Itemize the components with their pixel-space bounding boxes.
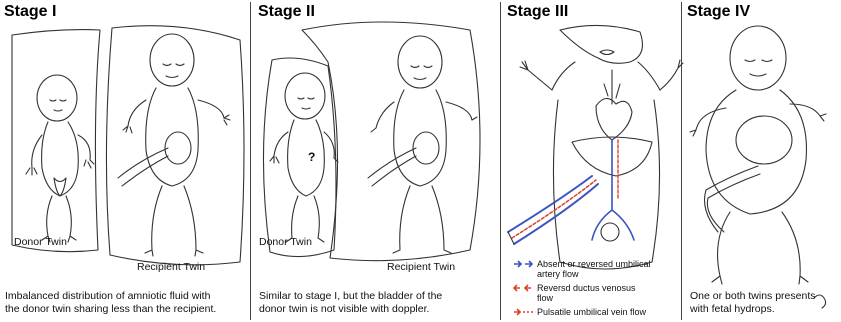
stage2-recipient-sac — [302, 22, 480, 261]
legend-artery-line-2: artery flow — [537, 269, 651, 279]
stage2-caption-line-2: donor twin is not visible with doppler. — [259, 303, 442, 316]
stage2-donor-baby — [270, 73, 338, 242]
stage2-caption-line-1: Similar to stage I, but the bladder of t… — [259, 290, 442, 303]
stage2-recipient-baby — [368, 36, 477, 253]
legend-artery-line-1: Absent or reversed umbilical — [537, 259, 651, 269]
stage3-umbilical-cord — [508, 176, 598, 244]
stage1-caption-line-1: Imbalanced distribution of amniotic flui… — [5, 290, 216, 303]
stage1-caption: Imbalanced distribution of amniotic flui… — [5, 290, 216, 316]
arrow-blue-icon — [513, 259, 535, 269]
stage2-donor-label: Donor Twin — [259, 236, 312, 248]
stage4-caption-line-2: with fetal hydrops. — [690, 303, 815, 316]
stage1-donor-sac — [12, 30, 100, 252]
stage1-donor-label: Donor Twin — [14, 236, 67, 248]
legend-ductus-line-2: flow — [537, 293, 636, 303]
stage4-baby — [690, 26, 826, 308]
stage3-heart — [596, 84, 632, 140]
arrow-red-icon — [513, 283, 535, 293]
stage2-title: Stage II — [258, 3, 315, 21]
legend-vein-line-1: Pulsatile umbilical vein flow — [537, 307, 646, 317]
stage2-recipient-label: Recipient Twin — [387, 261, 455, 273]
stage1-donor-baby — [26, 75, 94, 242]
stage1-recipient-sac — [106, 26, 244, 265]
dotted-arrow-red-icon — [513, 307, 535, 317]
stage4-caption-line-1: One or both twins presents — [690, 290, 815, 303]
stage4-caption: One or both twins presents with fetal hy… — [690, 290, 815, 316]
stage3-title: Stage III — [507, 3, 568, 21]
stage3-vessels — [592, 140, 634, 241]
stage1-caption-line-2: the donor twin sharing less than the rec… — [5, 303, 216, 316]
stage1-recipient-label: Recipient Twin — [137, 261, 205, 273]
stage1-title: Stage I — [4, 3, 56, 21]
legend-ductus-line-1: Reversd ductus venosus — [537, 283, 636, 293]
stage4-title: Stage IV — [687, 3, 750, 21]
stage1-recipient-baby — [118, 34, 230, 256]
stage2-caption: Similar to stage I, but the bladder of t… — [259, 290, 442, 316]
stage2-bladder-mark: ? — [308, 150, 315, 164]
